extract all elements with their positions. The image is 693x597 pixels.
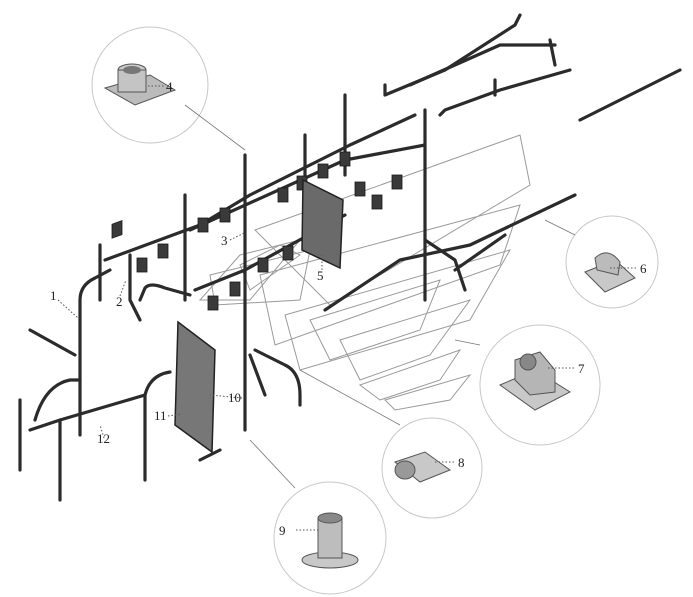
callout-5: 5 — [317, 268, 324, 283]
leader-lines — [184, 104, 576, 489]
detail-circle-8 — [381, 417, 483, 519]
callout-8: 8 — [458, 455, 465, 470]
callout-6: 6 — [640, 261, 647, 276]
detail-circle-9 — [273, 481, 387, 595]
callout-2: 2 — [116, 294, 123, 309]
callout-11: 11 — [154, 408, 167, 423]
callout-leaders — [57, 85, 638, 531]
detail-circle-7 — [479, 324, 601, 446]
callout-10: 10 — [228, 390, 241, 405]
callout-12: 12 — [97, 431, 110, 446]
callout-labels: 4 6 7 8 9 1 2 3 5 10 11 12 — [50, 79, 647, 538]
pipe-frame — [18, 13, 682, 502]
grid-panel-lower — [174, 320, 216, 454]
callout-3: 3 — [221, 233, 228, 248]
floor-outline — [198, 134, 531, 411]
callout-9: 9 — [279, 523, 286, 538]
detail-circle-4 — [91, 26, 209, 144]
grid-panel-upper — [301, 178, 344, 270]
detail-circle-6 — [565, 215, 659, 309]
callout-1: 1 — [50, 288, 57, 303]
feeder-plates — [111, 151, 403, 311]
callout-4: 4 — [166, 79, 173, 94]
callout-7: 7 — [578, 361, 585, 376]
